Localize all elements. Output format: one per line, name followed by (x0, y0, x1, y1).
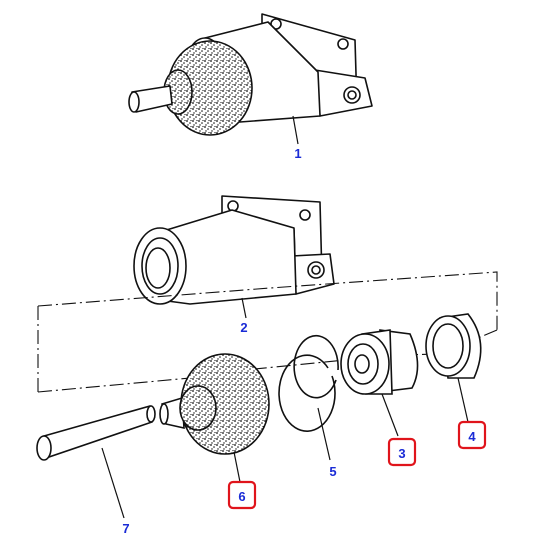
callout-5[interactable]: 5 (329, 464, 336, 479)
svg-text:4: 4 (468, 429, 476, 444)
leader-lines (101, 115, 469, 519)
callout-4[interactable]: 4 (457, 420, 487, 450)
highlight-box (457, 420, 487, 450)
svg-text:3: 3 (398, 446, 405, 461)
part-5-circlip[interactable] (278, 334, 339, 432)
highlight-box (387, 437, 417, 467)
callout-7[interactable]: 7 (122, 521, 129, 536)
part-1-cylinder-assembly[interactable] (128, 13, 373, 136)
part-2-cylinder-body[interactable] (133, 195, 335, 305)
svg-text:6: 6 (238, 489, 245, 504)
svg-text:1: 1 (294, 146, 301, 161)
part-4-seal-ring[interactable] (425, 313, 482, 379)
part-7-push-rod[interactable] (36, 405, 156, 461)
callout-1[interactable]: 1 (294, 146, 301, 161)
highlight-box (227, 480, 257, 510)
callout-6[interactable]: 6 (227, 480, 257, 510)
svg-text:5: 5 (329, 464, 336, 479)
svg-text:2: 2 (240, 320, 247, 335)
part-3-piston[interactable] (340, 329, 419, 395)
callout-2[interactable]: 2 (240, 320, 247, 335)
callout-3[interactable]: 3 (387, 437, 417, 467)
svg-text:7: 7 (122, 521, 129, 536)
part-6-dust-boot[interactable] (159, 353, 270, 455)
